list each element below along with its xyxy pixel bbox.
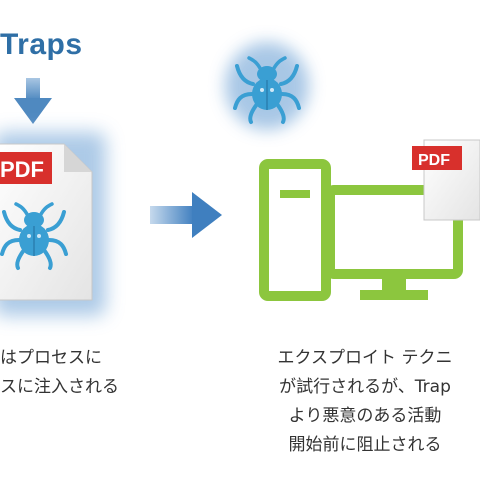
- caption-left-line: はプロセスに: [0, 348, 102, 368]
- computer-icon: [259, 159, 463, 301]
- caption-right-line: 開始前に阻止される: [288, 435, 442, 455]
- right-arrow-icon: [150, 192, 222, 238]
- caption-right-line: が試行されるが、Trap: [279, 377, 451, 397]
- pdf-document-icon: PDF: [0, 132, 106, 316]
- traps-title: Traps: [0, 28, 83, 61]
- caption-left-line: スに注入される: [0, 377, 119, 397]
- pdf-document-icon: PDF: [412, 139, 480, 221]
- down-arrow-icon: [14, 78, 52, 124]
- caption-right: エクスプロイト テクニ が試行されるが、Trap より悪意のある活動 開始前に阻…: [200, 344, 480, 460]
- caption-left: はプロセスに スに注入される: [0, 344, 119, 402]
- pdf-label-left: PDF: [0, 157, 44, 182]
- caption-right-line: エクスプロイト テクニ: [277, 348, 453, 368]
- caption-right-line: より悪意のある活動: [288, 406, 442, 426]
- pdf-label-right: PDF: [418, 152, 450, 169]
